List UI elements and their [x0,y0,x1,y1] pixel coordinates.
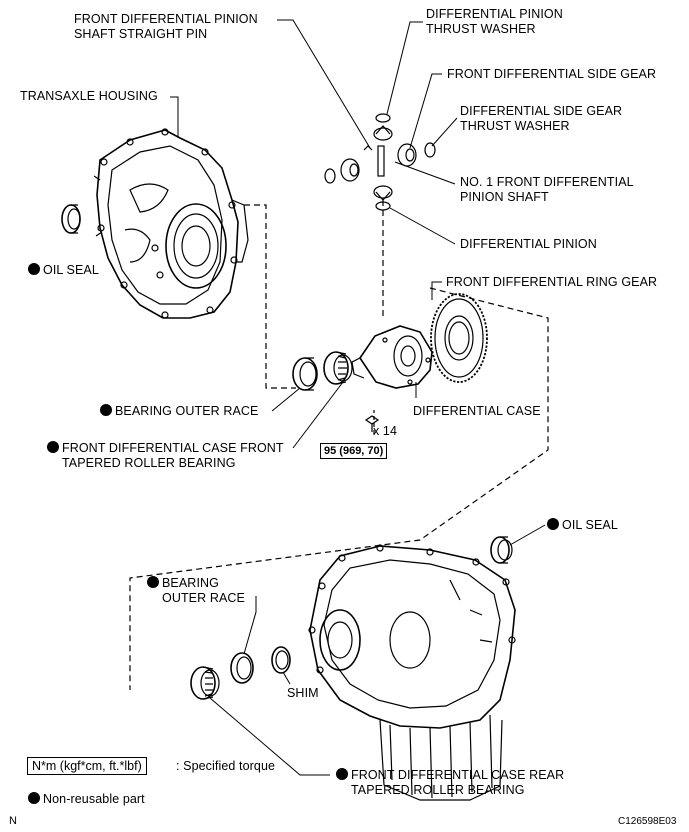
legend-nonreusable: Non-reusable part [28,792,145,807]
differential-case-part [351,325,433,389]
label-ring-gear: FRONT DIFFERENTIAL RING GEAR [446,275,658,289]
footer-letter: N [9,815,18,827]
differential-internals [324,113,436,211]
label-differential-pinion: DIFFERENTIAL PINION [460,237,597,251]
nonreusable-dot [547,518,559,530]
ring-gear-bolt [364,415,380,432]
label-outer-race-bottom: BEARING OUTER RACE [147,576,245,606]
label-differential-case: DIFFERENTIAL CASE [413,404,541,418]
ring-gear-part [430,293,488,383]
legend-torque-text: : Specified torque [176,759,276,773]
nonreusable-dot [28,792,40,804]
nonreusable-dot [100,404,112,416]
nonreusable-dot [47,441,59,453]
label-outer-race-top: BEARING OUTER RACE [100,404,259,419]
torque-spec-box: 95 (969, 70) [320,443,388,459]
legend-torque-box: N*m (kgf*cm, ft.*lbf) [27,757,147,775]
label-bolt-count: x 14 [373,424,398,438]
bearing-outer-race-top-part [292,357,318,391]
label-oil-seal-right: OIL SEAL [547,518,618,533]
footer-code: C126598E03 [618,816,677,827]
transaxle-case [308,544,516,801]
nonreusable-dot [147,576,159,588]
label-transaxle-housing: TRANSAXLE HOUSING [20,89,158,103]
label-side-gear: FRONT DIFFERENTIAL SIDE GEAR [447,67,657,81]
oil-seal-left-part [61,204,81,234]
label-rear-bearing: FRONT DIFFERENTIAL CASE REAR TAPERED ROL… [336,768,564,798]
label-front-bearing: FRONT DIFFERENTIAL CASE FRONT TAPERED RO… [47,441,284,471]
nonreusable-dot [28,263,40,275]
nonreusable-dot [336,768,348,780]
rear-bearing-set [190,646,291,700]
front-tapered-bearing-part [323,351,353,385]
label-oil-seal-left: OIL SEAL [28,263,99,278]
transaxle-housing [93,128,249,319]
oil-seal-right-part [490,536,513,564]
label-shim: SHIM [287,686,319,700]
